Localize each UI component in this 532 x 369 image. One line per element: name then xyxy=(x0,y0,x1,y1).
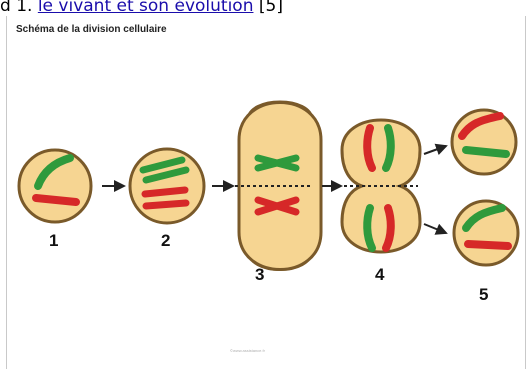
header-prefix: d 1. xyxy=(0,0,38,16)
cell-stage-2 xyxy=(128,147,206,225)
arrow-4-5-top xyxy=(423,143,448,156)
cell-stage-1 xyxy=(17,148,93,224)
stage-label-5: 5 xyxy=(479,285,488,304)
cell-stage-3 xyxy=(223,100,323,271)
watermark: ©www.assistance.fr xyxy=(230,348,266,353)
figure-title: Schéma de la division cellulaire xyxy=(16,24,167,35)
stage-label-4: 4 xyxy=(375,265,385,284)
cell-stage-5-bottom xyxy=(452,199,520,267)
header-link[interactable]: le vivant et son évolution xyxy=(37,0,254,16)
chromosome-red xyxy=(32,194,80,206)
stage-label-1: 1 xyxy=(49,231,58,250)
chromosome-green xyxy=(34,154,74,190)
header-suffix: [5] xyxy=(253,0,283,16)
stage-label-3: 3 xyxy=(255,265,264,284)
arrow-4-5-bottom xyxy=(423,223,448,235)
cell-stage-5-top xyxy=(450,108,518,176)
stage-label-2: 2 xyxy=(161,231,170,250)
header-line: d 1. le vivant et son évolution [5] xyxy=(0,0,532,18)
cell-stage-4 xyxy=(340,118,422,254)
